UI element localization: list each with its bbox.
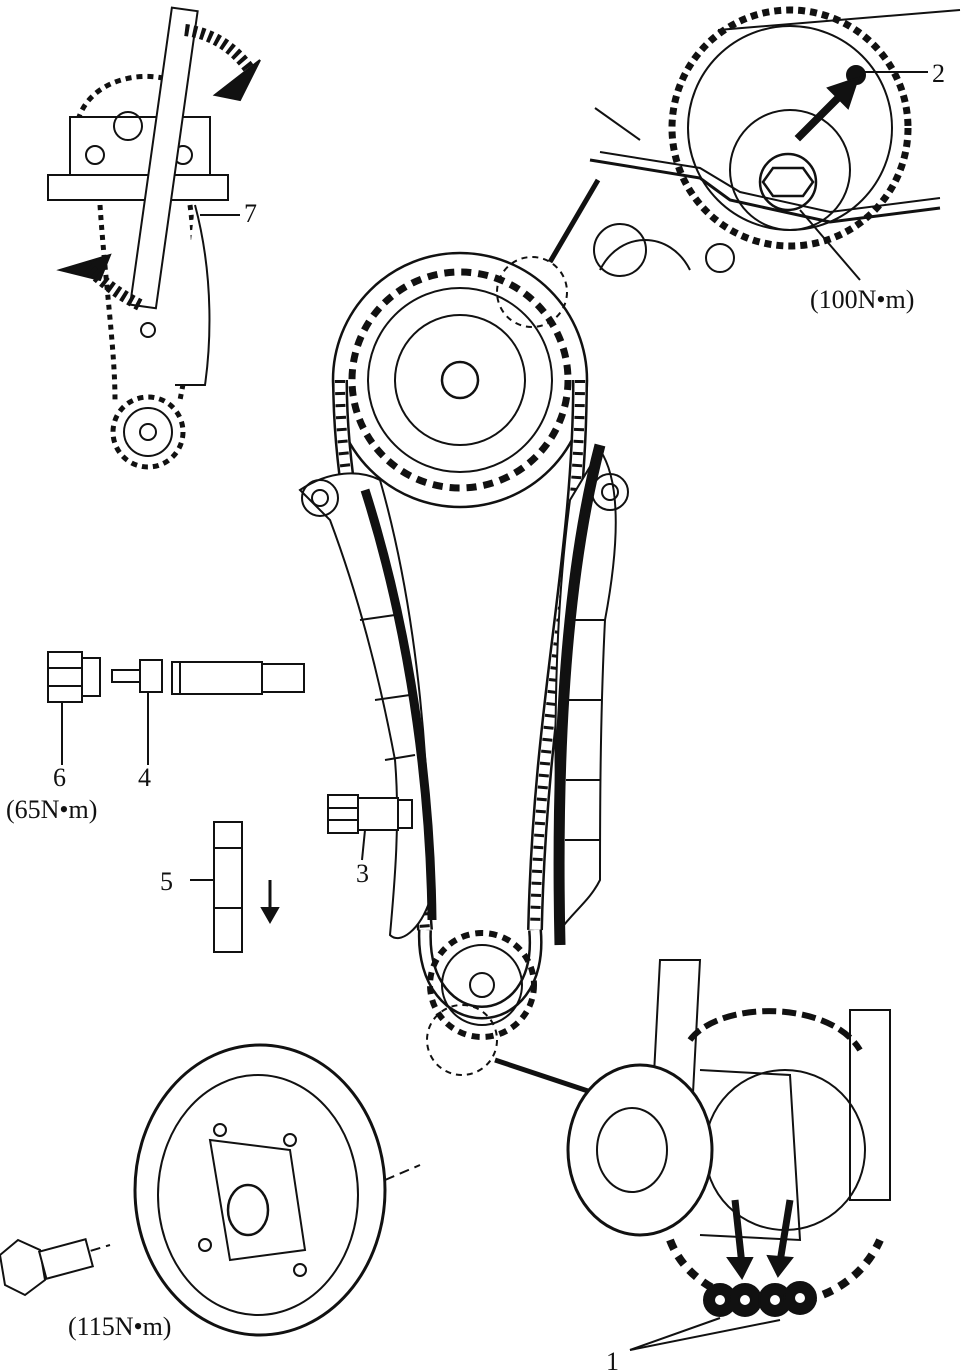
- torque-camshaft: (100N•m): [810, 285, 914, 314]
- timing-mark-links: [703, 1281, 817, 1317]
- inset-tensioner-view: [47, 6, 261, 470]
- tensioner-parts: [47, 651, 305, 953]
- tensioner-plug-6: [47, 651, 101, 765]
- arrow-down-icon: [726, 1257, 754, 1280]
- arrow-icon: [212, 59, 261, 102]
- torque-crank-bolt: (115N•m): [68, 1312, 171, 1341]
- camshaft-sprocket: [331, 251, 589, 509]
- leader-crank-detail: [494, 1057, 601, 1098]
- label-2: 2: [932, 59, 945, 88]
- leader-1b: [629, 1319, 781, 1351]
- label-1: 1: [606, 1347, 619, 1372]
- leader-cam-detail: [547, 178, 601, 264]
- tensioner-piston: [171, 661, 305, 695]
- detail-circle-crank: [426, 1004, 498, 1076]
- arrow-down-icon: [260, 907, 280, 925]
- inset-camshaft-detail: [589, 6, 961, 281]
- tensioner-bolt: [327, 794, 413, 861]
- detail-circle-cam: [496, 256, 568, 328]
- crank-sprocket: [427, 930, 537, 1040]
- inset-crank-detail: [566, 959, 891, 1351]
- arrow-icon: [794, 76, 860, 142]
- arrow-down-icon: [766, 1254, 794, 1278]
- main-chain-assembly: [298, 178, 629, 1098]
- label-5: 5: [160, 867, 173, 896]
- label-4: 4: [138, 763, 151, 792]
- label-6: 6: [53, 763, 66, 792]
- label-7: 7: [244, 199, 257, 228]
- label-3: 3: [356, 859, 369, 888]
- crank-pulley-view: [0, 1043, 421, 1337]
- leader-1a: [629, 1317, 721, 1351]
- torque-tensioner-plug: (65N•m): [6, 795, 97, 824]
- leader-torque-cam: [799, 209, 861, 281]
- pin-4: [111, 659, 163, 765]
- crank-bolt: [0, 1238, 95, 1297]
- fixed-guide-right: [553, 443, 629, 946]
- tensioner-5: [190, 821, 280, 953]
